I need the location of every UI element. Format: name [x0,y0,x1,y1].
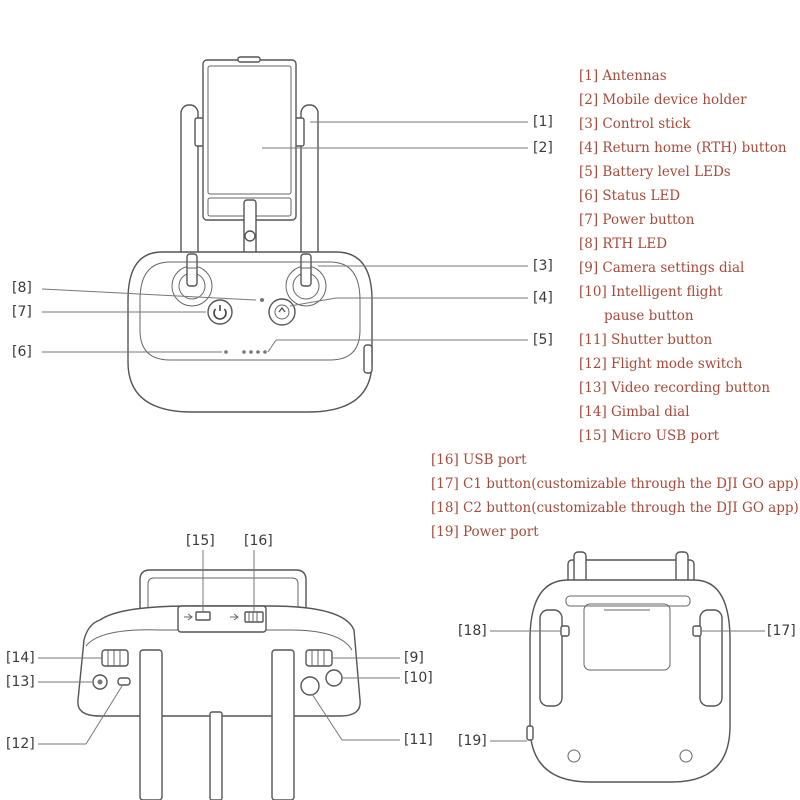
tag-6: [6] [12,344,32,360]
battery-led-2 [249,350,253,354]
legend-item: [2] Mobile device holder [579,92,747,108]
tag-17: [17] [767,623,796,639]
legend-item: [12] Flight mode switch [579,356,743,372]
legend-item: [13] Video recording button [579,380,771,396]
legend-item: [15] Micro USB port [579,428,720,444]
front-view [41,56,528,413]
tag-16: [16] [244,533,273,549]
camera-settings-dial [305,649,333,667]
shutter-button [300,676,320,696]
legend-item: [1] Antennas [579,68,667,84]
tag-13: [13] [6,674,35,690]
micro-usb-port [195,611,211,621]
tag-9: [9] [404,650,424,666]
tag-12: [12] [6,736,35,752]
legend-item: [5] Battery level LEDs [579,164,731,180]
controller-body [127,251,373,413]
legend-item: [19] Power port [431,524,539,540]
c2-button [560,625,570,637]
legend-item: [9] Camera settings dial [579,260,745,276]
legend-item: [11] Shutter button [579,332,713,348]
usb-icon [184,613,193,621]
tag-5: [5] [533,332,553,348]
tag-11: [11] [404,732,433,748]
usb-port [244,611,264,623]
legend-item: [17] C1 button(customizable through the … [431,476,799,492]
legend-item: [6] Status LED [579,188,681,204]
mobile-device-holder [202,59,297,221]
power-port [526,725,534,741]
legend-item: [18] C2 button(customizable through the … [431,500,799,516]
tag-3: [3] [533,258,553,274]
tag-1: [1] [533,114,553,130]
rth-button [268,298,296,326]
tag-14: [14] [6,650,35,666]
pause-button [325,669,343,687]
legend-item: [7] Power button [579,212,695,228]
legend-item: [4] Return home (RTH) button [579,140,787,156]
power-button [207,299,233,325]
tag-7: [7] [12,304,32,320]
power-icon [213,305,227,320]
tag-10: [10] [404,670,433,686]
battery-led-1 [242,350,246,354]
rth-led [260,298,264,302]
legend-item: [10] Intelligent flight [579,284,723,300]
tag-18: [18] [458,623,487,639]
tag-19: [19] [458,733,487,749]
back-view [490,551,765,783]
legend-item: [3] Control stick [579,116,691,132]
gimbal-dial [101,649,129,667]
tag-2: [2] [533,140,553,156]
left-control-stick [186,253,198,287]
rth-icon [274,304,290,320]
flight-mode-switch [117,677,131,686]
status-led [224,350,228,354]
top-view [38,550,400,800]
battery-led-4 [263,350,267,354]
tag-15: [15] [186,533,215,549]
legend-item: [8] RTH LED [579,236,668,252]
legend-item: pause button [604,308,694,324]
back-body [529,579,731,783]
tag-4: [4] [533,290,553,306]
legend-item: [14] Gimbal dial [579,404,690,420]
battery-led-3 [256,350,260,354]
tag-8: [8] [12,280,32,296]
legend-item: [16] USB port [431,452,527,468]
right-control-stick [300,253,312,287]
c1-button [692,625,702,637]
